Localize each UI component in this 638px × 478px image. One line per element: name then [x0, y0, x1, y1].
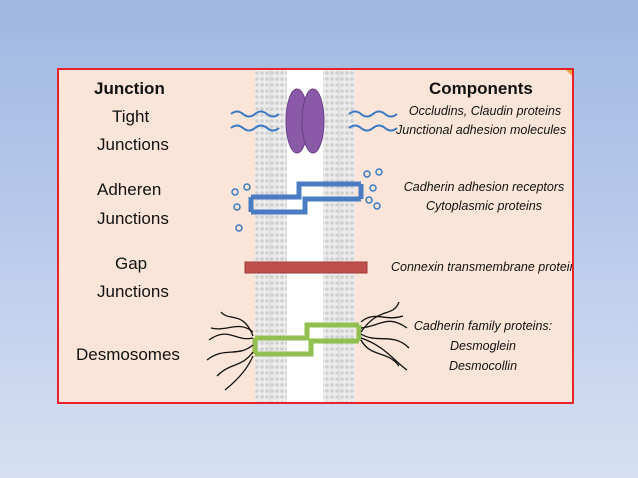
desmosome-graphic — [206, 301, 410, 391]
diagram-panel: Junction Tight Junctions Adheren Junctio… — [57, 68, 574, 404]
gap-junction-label-2: Junctions — [97, 282, 169, 301]
tight-junction-graphic — [230, 88, 398, 154]
adherens-junction-graphic — [231, 168, 383, 232]
components-header: Components — [429, 79, 533, 98]
tight-components-2: Junctional adhesion molecules — [396, 123, 567, 137]
junction-diagram — [206, 70, 410, 402]
gap-components-1: Connexin transmembrane proteins — [391, 260, 574, 274]
gap-junction-label-1: Gap — [115, 254, 148, 273]
adherens-components-1: Cadherin adhesion receptors — [403, 180, 565, 194]
tight-components-1: Occludins, Claudin proteins — [408, 104, 562, 118]
adherens-junction-label-2: Junctions — [97, 209, 169, 228]
adherens-components-2: Cytoplasmic proteins — [425, 199, 542, 213]
desmosome-components-2: Desmoglein — [449, 339, 516, 353]
tight-junction-label-2: Junctions — [97, 135, 169, 154]
tight-junction-label-1: Tight — [112, 107, 150, 126]
desmosome-components-1: Cadherin family proteins: — [413, 319, 553, 333]
adherens-junction-label-1: Adheren — [97, 180, 162, 199]
gap-junction-graphic — [244, 261, 368, 274]
desmosome-label: Desmosomes — [76, 345, 180, 364]
desmosome-components-3: Desmocollin — [448, 359, 518, 373]
membrane-left — [255, 70, 287, 402]
membrane-right — [323, 70, 355, 402]
corner-accent — [564, 70, 572, 78]
junction-header: Junction — [94, 79, 165, 98]
